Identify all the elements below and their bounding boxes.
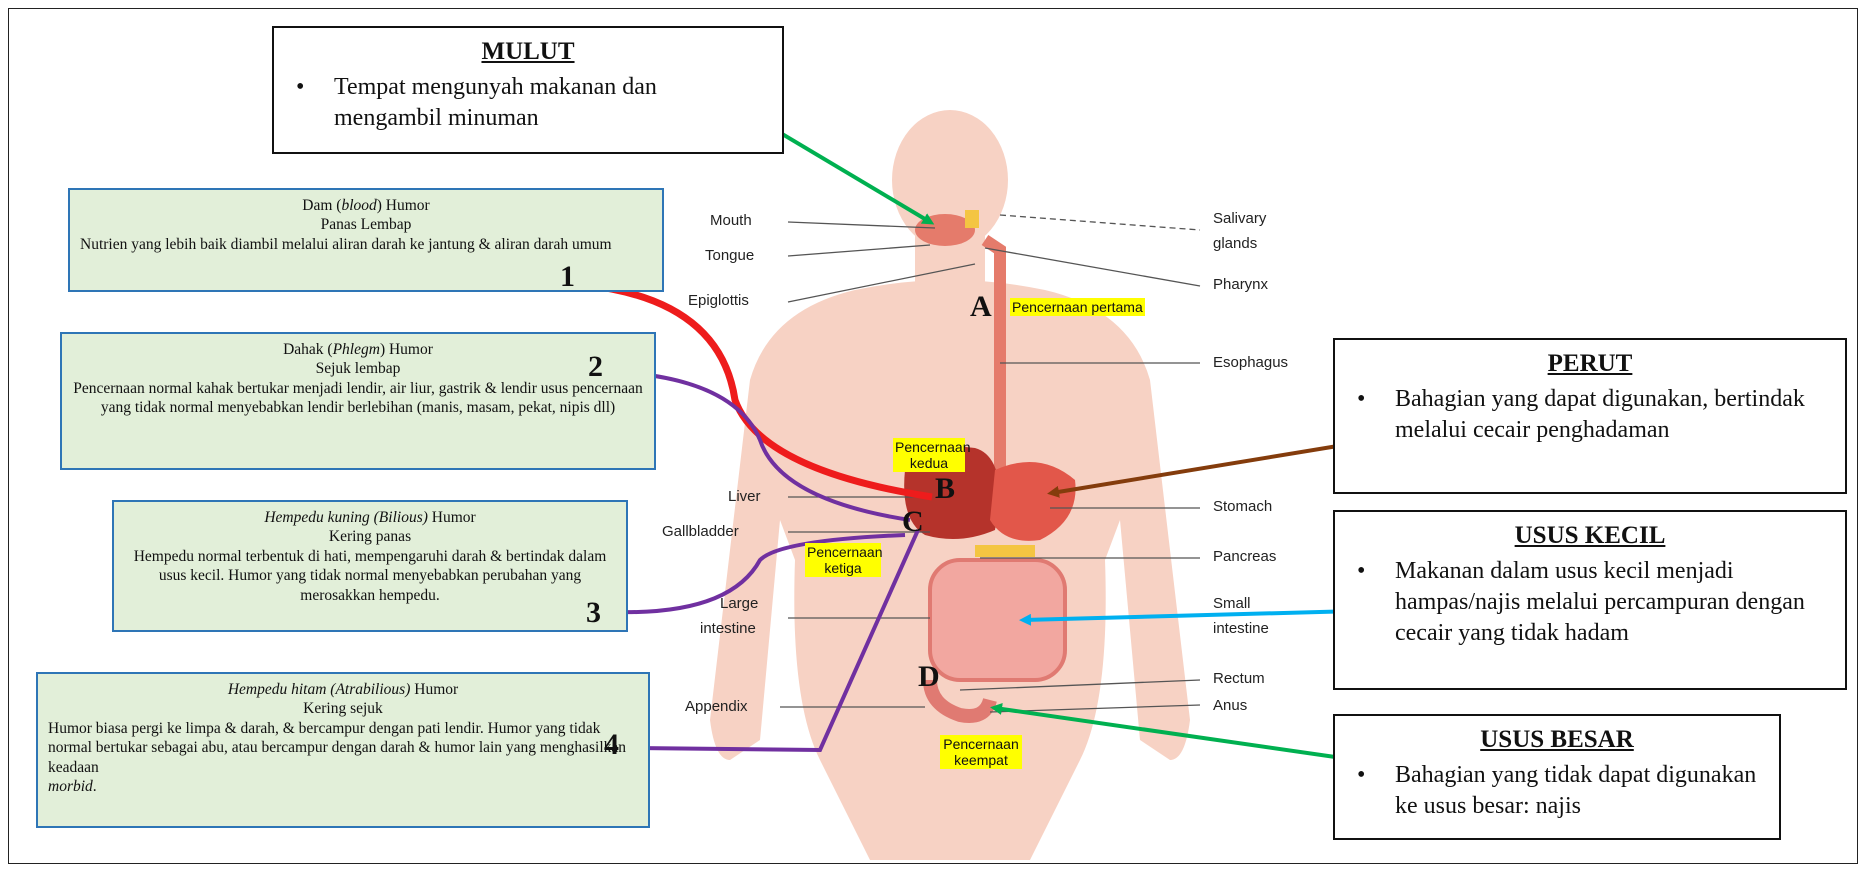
pancreas-organ [975,545,1035,557]
label-small-intestine: intestine [1213,620,1269,637]
bullet-dot: • [1349,384,1395,446]
humor-4-name: Hempedu hitam (Atrabilious) Humor [48,680,638,699]
mulut-text: Tempat mengunyah makanan dan mengambil m… [334,72,768,134]
humor-2-name: Dahak (Phlegm) Humor [72,340,644,359]
humor-1-name: Dam (blood) Humor [80,196,652,215]
perut-box: PERUT •Bahagian yang dapat digunakan, be… [1333,338,1847,494]
humor-4-number: 4 [604,728,619,762]
humor-4-box: Hempedu hitam (Atrabilious) Humor Kering… [36,672,650,828]
humor-3-box: Hempedu kuning (Bilious) Humor Kering pa… [112,500,628,632]
letter-b: B [935,472,955,506]
humor-3-name: Hempedu kuning (Bilious) Humor [124,508,616,527]
humor-1-number: 1 [560,260,575,294]
bullet-dot: • [1349,556,1395,650]
usus-besar-text: Bahagian yang tidak dapat digunakan ke u… [1395,760,1765,822]
humor-2-quality: Sejuk lembap [72,359,644,378]
letter-c: C [902,505,924,539]
label-stomach: Stomach [1213,498,1272,515]
usus-besar-box: USUS BESAR •Bahagian yang tidak dapat di… [1333,714,1781,840]
label-pancreas: Pancreas [1213,548,1276,565]
stage-c-label: Pencernaan ketiga [805,543,881,577]
stage-b-label: Pencernaan kedua [893,438,965,472]
humor-1-desc: Nutrien yang lebih baik diambil melalui … [80,235,652,254]
humor-2-desc: Pencernaan normal kahak bertukar menjadi… [72,379,644,418]
letter-d: D [918,660,940,694]
label-large: Large [720,595,758,612]
mulut-title: MULUT [288,38,768,66]
label-pharynx: Pharynx [1213,276,1268,293]
humor-3-desc: Hempedu normal terbentuk di hati, mempen… [124,547,616,605]
label-appendix: Appendix [685,698,748,715]
label-small: Small [1213,595,1251,612]
perut-title: PERUT [1349,350,1831,378]
stage-a-label: Pencernaan pertama [1010,298,1145,316]
humor-4-quality: Kering sejuk [48,699,638,718]
stage-d-label: Pencernaan keempat [940,735,1022,769]
label-salivary: Salivary [1213,210,1266,227]
usus-kecil-title: USUS KECIL [1349,522,1831,550]
humor-3-quality: Kering panas [124,527,616,546]
bullet-dot: • [288,72,334,134]
letter-a: A [970,290,992,324]
humor-3-number: 3 [586,596,601,630]
label-large-intestine: intestine [700,620,756,637]
humor-2-number: 2 [588,350,603,384]
humor-2-box: Dahak (Phlegm) Humor Sejuk lembap Pencer… [60,332,656,470]
usus-kecil-text: Makanan dalam usus kecil menjadi hampas/… [1395,556,1831,650]
label-rectum: Rectum [1213,670,1265,687]
bullet-dot: • [1349,760,1395,822]
humor-1-quality: Panas Lembap [80,215,652,234]
perut-text: Bahagian yang dapat digunakan, bertindak… [1395,384,1831,446]
label-mouth: Mouth [710,212,752,229]
humor-4-desc: Humor biasa pergi ke limpa & darah, & be… [48,719,638,797]
usus-kecil-box: USUS KECIL •Makanan dalam usus kecil men… [1333,510,1847,690]
label-gallbladder: Gallbladder [662,523,739,540]
label-tongue: Tongue [705,247,754,264]
mulut-box: MULUT •Tempat mengunyah makanan dan meng… [272,26,784,154]
label-epiglottis: Epiglottis [688,292,749,309]
label-glands: glands [1213,235,1257,252]
label-anus: Anus [1213,697,1247,714]
label-liver: Liver [728,488,761,505]
usus-besar-title: USUS BESAR [1349,726,1765,754]
salivary-gland [965,210,979,228]
label-esophagus: Esophagus [1213,354,1288,371]
